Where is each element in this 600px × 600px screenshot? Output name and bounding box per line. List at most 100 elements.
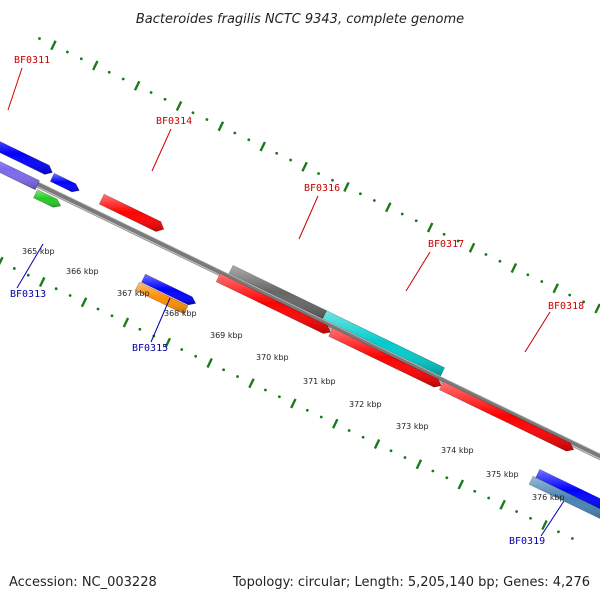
gene-label-BF0311: BF0311 bbox=[14, 55, 50, 66]
minor-tick bbox=[445, 476, 449, 480]
minor-tick bbox=[38, 37, 41, 40]
kbp-label: 371 kbp bbox=[303, 377, 336, 386]
minor-tick bbox=[540, 280, 544, 283]
major-tick bbox=[290, 398, 297, 409]
major-tick bbox=[343, 181, 350, 193]
major-tick bbox=[164, 337, 172, 348]
minor-tick bbox=[163, 97, 167, 101]
label-leader-line bbox=[405, 251, 431, 292]
major-tick bbox=[248, 378, 255, 389]
minor-tick bbox=[65, 50, 69, 54]
major-tick bbox=[426, 222, 434, 233]
minor-tick bbox=[277, 395, 281, 399]
gene-feature-shading bbox=[50, 173, 80, 192]
accession-text: Accession: NC_003228 bbox=[9, 575, 157, 590]
backbone-line bbox=[0, 163, 600, 459]
map-title: Bacteroides fragilis NCTC 9343, complete… bbox=[136, 12, 464, 27]
major-tick bbox=[38, 276, 46, 287]
minor-tick bbox=[473, 489, 477, 493]
label-leader-line bbox=[7, 67, 23, 111]
major-tick bbox=[541, 519, 548, 531]
major-tick bbox=[0, 256, 4, 266]
major-tick bbox=[206, 357, 213, 368]
minor-tick bbox=[191, 111, 195, 115]
gene-feature-shading bbox=[0, 161, 40, 190]
minor-tick bbox=[361, 435, 365, 439]
kbp-label: 368 kbp bbox=[164, 309, 197, 318]
gene-label-BF0313: BF0313 bbox=[10, 289, 46, 300]
major-tick bbox=[415, 459, 423, 470]
minor-tick bbox=[233, 131, 237, 135]
minor-tick bbox=[331, 178, 334, 182]
tick-rings bbox=[0, 37, 600, 540]
minor-tick bbox=[121, 77, 125, 81]
minor-tick bbox=[180, 348, 184, 351]
minor-tick bbox=[484, 253, 488, 256]
gene-feature-shading bbox=[99, 194, 164, 232]
major-tick bbox=[510, 262, 518, 274]
major-tick bbox=[80, 297, 88, 308]
minor-tick bbox=[582, 300, 586, 304]
major-tick bbox=[92, 60, 99, 71]
minor-tick bbox=[515, 510, 518, 513]
minor-tick bbox=[247, 138, 251, 142]
major-tick bbox=[468, 242, 476, 253]
gene-label-BF0315: BF0315 bbox=[132, 343, 168, 354]
minor-tick bbox=[456, 239, 460, 243]
gene-label-BF0318: BF0318 bbox=[548, 301, 584, 312]
gene-label-BF0314: BF0314 bbox=[156, 116, 192, 127]
gene-feature-shading bbox=[535, 469, 600, 509]
kbp-label: 374 kbp bbox=[441, 446, 474, 455]
minor-tick bbox=[403, 456, 407, 459]
major-tick bbox=[175, 100, 183, 112]
minor-tick bbox=[275, 151, 279, 155]
label-leader-line bbox=[150, 297, 171, 343]
major-tick bbox=[499, 499, 506, 510]
gene-feature-shading bbox=[328, 328, 442, 388]
minor-tick bbox=[110, 314, 114, 318]
major-tick bbox=[133, 80, 141, 91]
gene-label-BF0317: BF0317 bbox=[428, 239, 464, 250]
minor-tick bbox=[222, 368, 225, 372]
feature-layer bbox=[0, 141, 600, 519]
major-tick bbox=[385, 202, 392, 213]
minor-tick bbox=[487, 496, 491, 500]
minor-tick bbox=[389, 449, 393, 453]
major-tick bbox=[50, 40, 57, 51]
minor-tick bbox=[358, 192, 362, 196]
minor-tick bbox=[431, 469, 435, 473]
label-leader-line bbox=[524, 311, 551, 353]
minor-tick bbox=[26, 273, 30, 277]
gene-label-BF0319: BF0319 bbox=[509, 536, 545, 547]
minor-tick bbox=[526, 273, 530, 277]
major-tick bbox=[217, 121, 225, 132]
major-tick bbox=[552, 283, 559, 294]
gene-feature-shading bbox=[439, 381, 574, 452]
kbp-label: 375 kbp bbox=[486, 470, 519, 479]
minor-tick bbox=[319, 415, 323, 419]
minor-tick bbox=[570, 537, 574, 540]
gene-feature-shading bbox=[322, 310, 445, 376]
minor-tick bbox=[138, 327, 142, 331]
kbp-label: 376 kbp bbox=[532, 493, 565, 502]
gene-feature-shading bbox=[216, 273, 331, 334]
minor-tick bbox=[529, 516, 532, 520]
minor-tick bbox=[107, 70, 111, 74]
major-tick bbox=[122, 317, 130, 328]
minor-tick bbox=[194, 354, 198, 358]
minor-tick bbox=[498, 259, 502, 263]
gene-feature-shading bbox=[529, 476, 600, 519]
kbp-label: 369 kbp bbox=[210, 331, 243, 340]
minor-tick bbox=[400, 212, 404, 216]
major-tick bbox=[331, 418, 339, 429]
major-tick bbox=[259, 141, 266, 152]
label-leader-line bbox=[151, 128, 172, 172]
minor-tick bbox=[68, 294, 72, 297]
gene-feature-shading bbox=[141, 274, 196, 305]
minor-tick bbox=[289, 158, 293, 162]
major-tick bbox=[594, 303, 600, 314]
minor-tick bbox=[79, 57, 83, 61]
kbp-label: 372 kbp bbox=[349, 400, 382, 409]
